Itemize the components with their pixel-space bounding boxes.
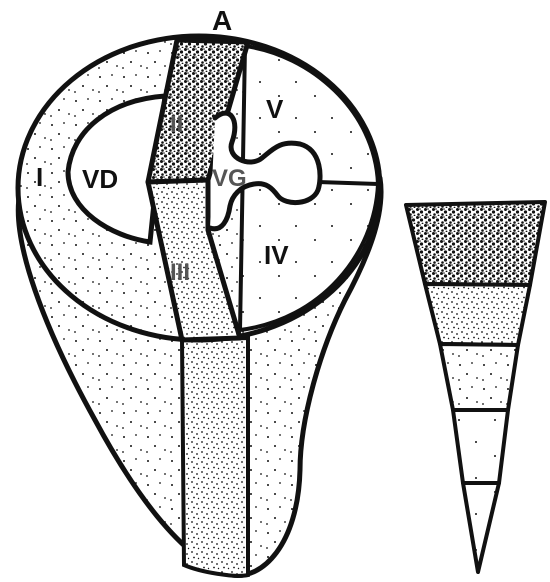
central-column [182,338,248,576]
cone-section-2 [425,284,530,345]
label-I: I [36,162,43,192]
cone-section-4 [453,410,508,483]
cone-diagram [406,202,545,572]
cone-section-5 [463,483,499,572]
cone-section-3 [440,344,518,410]
label-A: A [212,5,232,36]
label-VD: VD [82,164,118,194]
label-IV: IV [264,240,289,270]
cone-section-1 [406,202,545,285]
label-VG: VG [212,165,247,192]
label-III: III [170,259,190,286]
label-II: II [170,111,183,138]
divider-v-iv [318,182,378,184]
label-V: V [266,94,284,124]
